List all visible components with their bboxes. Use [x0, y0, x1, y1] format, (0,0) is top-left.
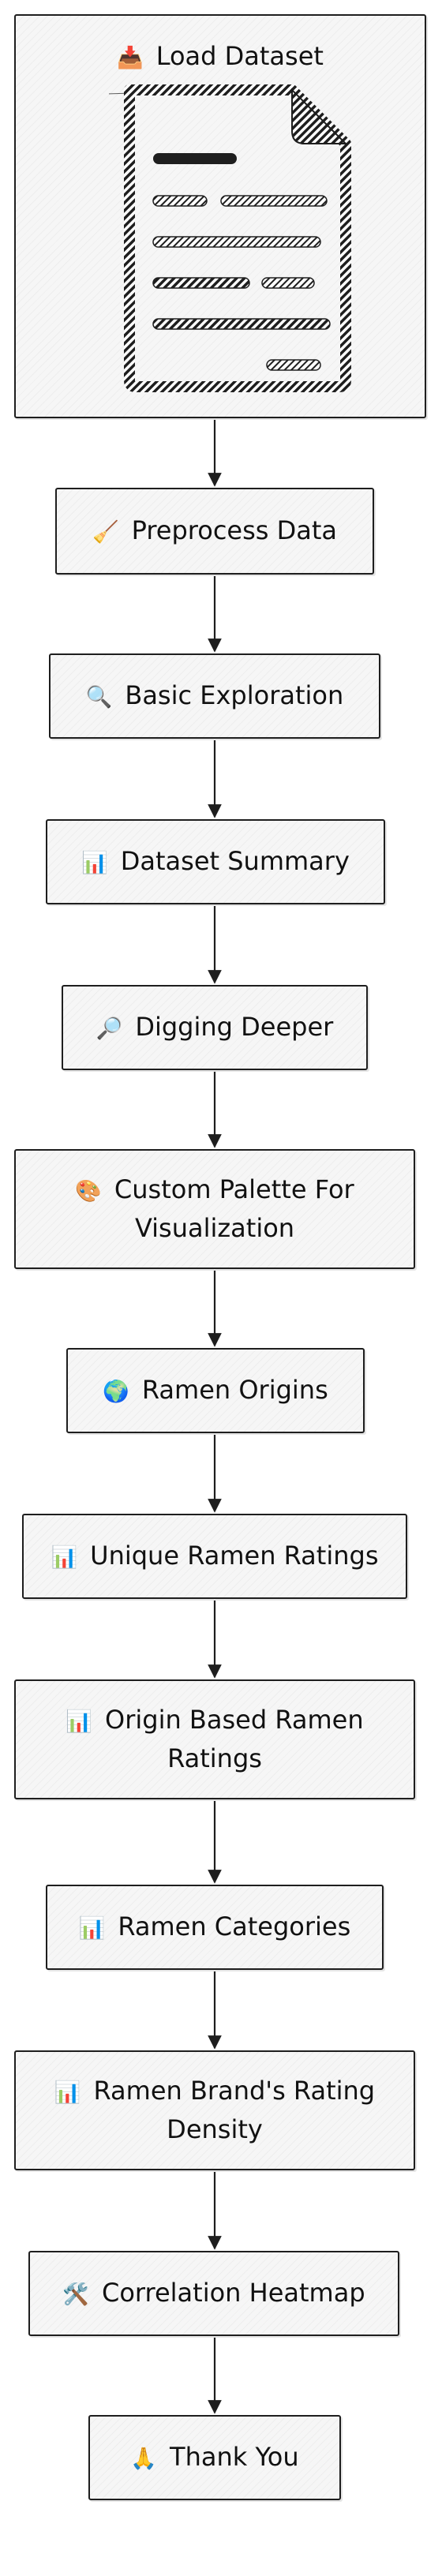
- node-label: 🔎Digging Deeper: [96, 1011, 334, 1042]
- node-thank-you[interactable]: 🙏Thank You: [88, 2415, 341, 2500]
- document-icon: [109, 84, 351, 392]
- magnifying-glass-icon: 🔎: [96, 1016, 123, 1041]
- node-correlation-heatmap[interactable]: 🛠️Correlation Heatmap: [28, 2251, 399, 2336]
- node-ramen-categories[interactable]: 📊Ramen Categories: [46, 1885, 384, 1970]
- palette-icon: 🎨: [75, 1179, 102, 1204]
- bar-chart-icon: 📊: [54, 2080, 81, 2105]
- node-dataset-summary[interactable]: 📊Dataset Summary: [46, 819, 385, 904]
- node-origin-based-ratings[interactable]: 📊Origin Based Ramen Ratings: [14, 1679, 415, 1799]
- node-brand-rating-density[interactable]: 📊Ramen Brand's Rating Density: [14, 2050, 415, 2170]
- node-label: 📥Load Dataset: [117, 41, 324, 71]
- bar-chart-icon: 📊: [78, 1915, 106, 1941]
- node-custom-palette[interactable]: 🎨Custom Palette For Visualization: [14, 1149, 415, 1269]
- bar-chart-icon: 📊: [66, 1709, 93, 1734]
- folded-hands-icon: 🙏: [130, 2446, 158, 2471]
- magnifying-glass-icon: 🔍: [85, 684, 113, 710]
- node-label: 📊Unique Ramen Ratings: [51, 1540, 379, 1571]
- node-digging-deeper[interactable]: 🔎Digging Deeper: [62, 985, 368, 1070]
- node-load-dataset[interactable]: 📥Load Dataset: [14, 14, 426, 418]
- inbox-tray-icon: 📥: [117, 46, 144, 70]
- bar-chart-icon: 📊: [81, 850, 108, 875]
- node-label: 🔍Basic Exploration: [85, 680, 344, 710]
- globe-icon: 🌍: [103, 1379, 129, 1404]
- node-basic-exploration[interactable]: 🔍Basic Exploration: [49, 653, 380, 739]
- bar-chart-icon: 📊: [51, 1544, 78, 1570]
- node-label: 📊Origin Based Ramen Ratings: [66, 1705, 364, 1773]
- node-label: 📊Ramen Brand's Rating Density: [54, 2076, 376, 2144]
- node-label: 🧹Preprocess Data: [92, 515, 338, 545]
- node-label: 📊Dataset Summary: [81, 845, 350, 876]
- node-ramen-origins[interactable]: 🌍Ramen Origins: [66, 1348, 365, 1433]
- node-label: 🛠️Correlation Heatmap: [62, 2277, 365, 2308]
- node-unique-ramen-ratings[interactable]: 📊Unique Ramen Ratings: [22, 1514, 407, 1599]
- node-preprocess-data[interactable]: 🧹Preprocess Data: [55, 488, 374, 575]
- node-label: 🙏Thank You: [130, 2441, 299, 2472]
- node-label: 📊Ramen Categories: [78, 1911, 351, 1941]
- broom-icon: 🧹: [92, 519, 119, 545]
- node-label: 🌍Ramen Origins: [103, 1374, 328, 1405]
- node-label: 🎨Custom Palette For Visualization: [75, 1174, 354, 1243]
- tools-icon: 🛠️: [62, 2282, 89, 2307]
